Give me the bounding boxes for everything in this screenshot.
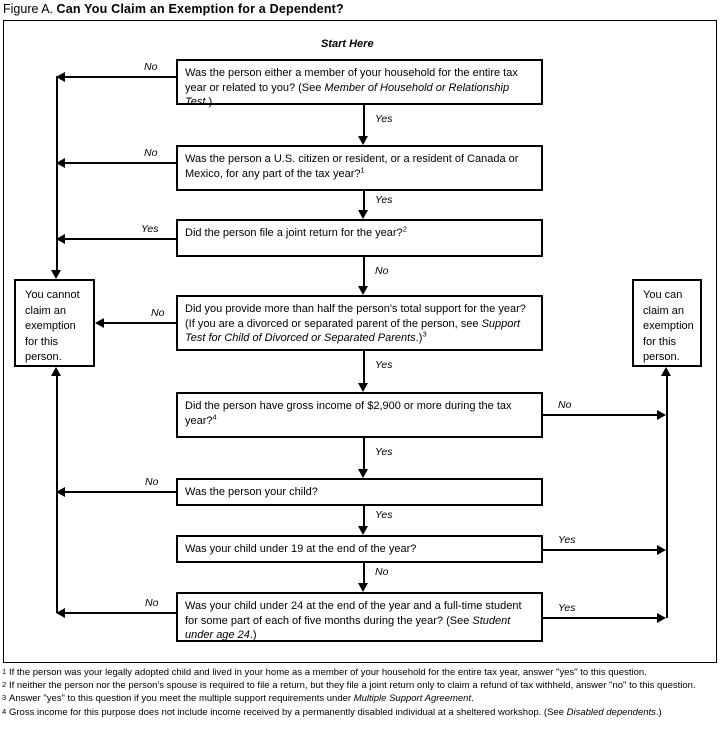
edge-q2-no-line [64,162,176,164]
edge-q8-no-line [64,612,176,614]
edge-label-q5-yes: Yes [375,446,393,458]
edge-q4-no-arrow [95,318,104,328]
edge-q7-no-line [363,563,365,583]
edge-q5-yes-arrow [358,469,368,478]
edge-q7-yes-line [543,549,658,551]
edge-label-q5-no: No [558,399,572,411]
edge-q4-yes-arrow [358,383,368,392]
edge-label-q4-yes: Yes [375,359,393,371]
decision-gross-income[interactable]: Did the person have gross income of $2,9… [176,392,543,438]
edge-left-bus-upper [56,76,58,271]
edge-arrow-left-bus-into-cannot-bottom [51,367,61,376]
edge-label-q3-no: No [375,265,389,277]
terminal-cannot-claim-text: You cannot claim an exemption for this p… [25,289,80,363]
edge-q3-yes-arrow [56,234,65,244]
edge-q4-yes-line [363,351,365,383]
edge-label-q4-no: No [151,307,165,319]
footnote-2-text: If neither the person nor the person's s… [9,680,696,692]
terminal-cannot-claim[interactable]: You cannot claim an exemption for this p… [14,279,95,367]
node-text-q3: Did the person file a joint return for t… [185,224,407,239]
edge-label-q2-no: No [144,147,158,159]
edge-arrow-right-bus-into-can [661,367,671,376]
edge-label-q6-no: No [145,476,159,488]
edge-q5-no-line [543,414,658,416]
edge-label-q7-yes: Yes [558,534,576,546]
node-text-q5: Did the person have gross income of $2,9… [185,400,512,427]
edge-q1-no-line [64,76,176,78]
edge-label-q7-no: No [375,566,389,578]
edge-q1-no-arrow [56,72,65,82]
terminal-can-claim[interactable]: You can claim an exemption for this pers… [632,279,702,367]
decision-citizen-or-resident[interactable]: Was the person a U.S. citizen or residen… [176,145,543,191]
edge-label-q6-yes: Yes [375,509,393,521]
node-text-q4: Did you provide more than half the perso… [185,303,526,344]
edge-q6-yes-line [363,506,365,526]
decision-was-person-your-child[interactable]: Was the person your child? [176,478,543,506]
edge-q3-yes-line [64,238,176,240]
edge-q7-no-arrow [358,583,368,592]
edge-q8-no-arrow [56,608,65,618]
edge-q1-yes-arrow [358,136,368,145]
edge-label-q8-no: No [145,597,159,609]
edge-label-q1-yes: Yes [375,113,393,125]
edge-q5-no-arrow [657,410,666,420]
edge-right-bus [666,376,668,618]
edge-q5-yes-line [363,438,365,469]
edge-q6-no-arrow [56,487,65,497]
footnote-4-marker: 4 [2,706,7,716]
footnote-1-marker: 1 [2,667,7,676]
edge-label-q1-no: No [144,61,158,73]
decision-member-or-relationship[interactable]: Was the person either a member of your h… [176,59,543,108]
edge-q7-yes-arrow [657,545,666,555]
figure-label: Figure A. [3,2,54,16]
edge-q2-no-arrow [56,158,65,168]
terminal-can-claim-text: You can claim an exemption for this pers… [643,289,694,363]
edge-q6-no-line [64,491,176,493]
edge-label-q3-yes: Yes [141,223,159,235]
edge-q6-yes-arrow [358,526,368,535]
node-text-q1: Was the person either a member of your h… [185,67,518,108]
node-text-q6: Was the person your child? [185,486,318,498]
footnote-3-text: Answer "yes" to this question if you mee… [9,693,474,705]
edge-label-q2-yes: Yes [375,194,393,206]
node-text-q2: Was the person a U.S. citizen or residen… [185,153,519,180]
edge-q3-no-line [363,257,365,287]
edge-q4-no-line [103,322,176,324]
edge-q2-yes-line [363,191,365,211]
decision-child-under-24-student[interactable]: Was your child under 24 at the end of th… [176,592,543,642]
footnote-2-marker: 2 [2,680,7,690]
edge-q8-yes-line [543,617,658,619]
footnote-1-text: If the person was your legally adopted c… [9,667,647,678]
footnote-3-marker: 3 [2,693,7,703]
edge-q3-no-arrow [358,286,368,295]
node-text-q8: Was your child under 24 at the end of th… [185,600,522,641]
edge-label-q8-yes: Yes [558,602,576,614]
edge-arrow-left-bus-into-cannot [51,270,61,279]
start-here-label: Start Here [321,38,374,50]
flowchart-frame [3,20,717,663]
edge-q8-yes-arrow [657,613,666,623]
decision-support-test[interactable]: Did you provide more than half the perso… [176,295,543,351]
decision-child-under-19[interactable]: Was your child under 19 at the end of th… [176,535,543,563]
edge-q2-yes-arrow [358,210,368,219]
edge-q1-yes-line [363,105,365,137]
node-text-q7: Was your child under 19 at the end of th… [185,543,417,555]
figure-title-text: Can You Claim an Exemption for a Depende… [56,2,344,16]
footnote-4-text: Gross income for this purpose does not i… [9,706,662,718]
decision-joint-return[interactable]: Did the person file a joint return for t… [176,219,543,257]
page-title: Figure A. Can You Claim an Exemption for… [3,1,703,19]
